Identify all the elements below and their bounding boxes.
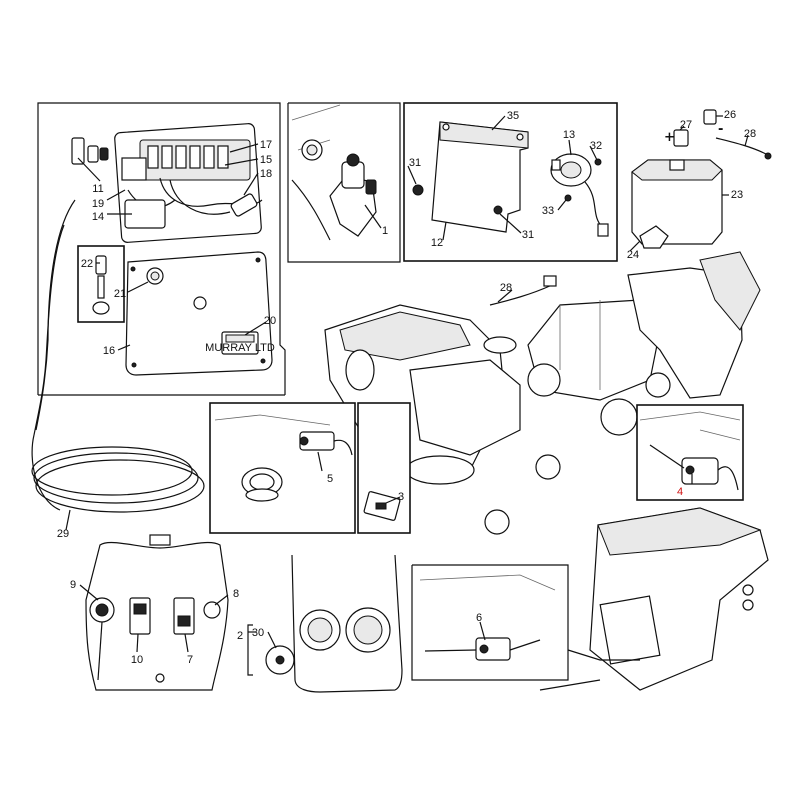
callout-14: 14 — [92, 211, 104, 223]
callout-24: 24 — [627, 249, 639, 261]
callout-20: 20 — [264, 315, 276, 327]
callout-1: 1 — [382, 225, 388, 237]
callout-9: 9 — [70, 579, 76, 591]
switch-5-inset — [209, 402, 356, 534]
callout-3: 3 — [398, 491, 404, 503]
callout-21: 21 — [114, 288, 126, 300]
gauge-panel — [247, 554, 403, 693]
cable-coil — [31, 434, 205, 513]
callout-28-wire: 28 — [500, 282, 512, 294]
callout-2: 2 — [237, 630, 243, 642]
callout-numbers: 11 19 14 17 15 18 22 21 20 16 1 35 13 32… — [57, 109, 756, 666]
callout-23: 23 — [731, 189, 743, 201]
callout-13: 13 — [563, 129, 575, 141]
callout-22: 22 — [81, 258, 93, 270]
callout-4-highlighted: 4 — [677, 486, 683, 498]
callout-12: 12 — [431, 237, 443, 249]
callout-30: 30 — [252, 627, 264, 639]
callout-28-battery: 28 — [744, 128, 756, 140]
callout-10: 10 — [131, 654, 143, 666]
callout-leaders — [65, 115, 749, 653]
callout-6: 6 — [476, 612, 482, 624]
callout-8: 8 — [233, 588, 239, 600]
switch-4-inset — [636, 404, 744, 501]
callout-29: 29 — [57, 528, 69, 540]
callout-32: 32 — [590, 140, 602, 152]
callout-31-bottom: 31 — [522, 229, 534, 241]
fuse-row — [147, 145, 229, 169]
callout-7: 7 — [187, 654, 193, 666]
callout-5: 5 — [327, 473, 333, 485]
callout-15: 15 — [260, 154, 272, 166]
rear-bag-assembly — [489, 251, 761, 436]
grass-catcher — [539, 507, 769, 691]
callout-33: 33 — [542, 205, 554, 217]
callout-19: 19 — [92, 198, 104, 210]
label-plate-text: MURRAY LTD — [205, 342, 275, 354]
switch-3-inset — [357, 402, 411, 534]
switch-6-inset — [411, 564, 569, 681]
callout-11: 11 — [92, 183, 103, 195]
callout-27: 27 — [680, 119, 692, 131]
control-module-panel — [403, 102, 618, 262]
ignition-switch-panel — [287, 102, 401, 263]
battery-minus-sign: - — [718, 122, 723, 137]
callout-31-top: 31 — [409, 157, 421, 169]
callout-18: 18 — [260, 168, 272, 180]
callout-17: 17 — [260, 139, 272, 151]
fuse-box-panel: MURRAY LTD — [31, 102, 286, 513]
battery-plus-sign: + — [664, 130, 675, 145]
battery: + - — [631, 109, 772, 249]
callout-16: 16 — [103, 345, 115, 357]
callout-26: 26 — [724, 109, 736, 121]
dashboard-panel — [85, 534, 229, 691]
callout-35: 35 — [507, 110, 519, 122]
